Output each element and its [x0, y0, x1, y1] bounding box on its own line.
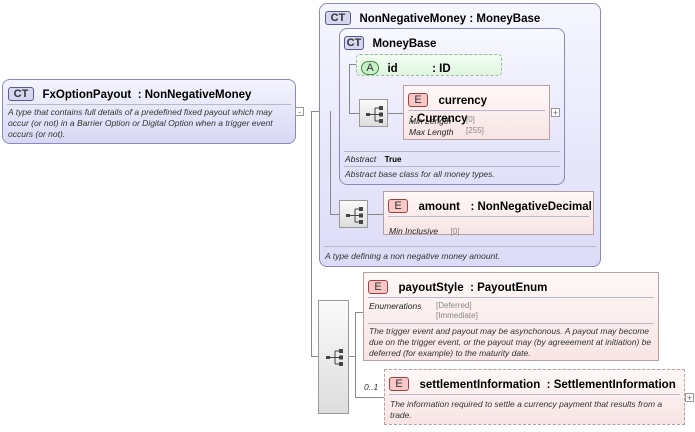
root-type-base: : NonNegativeMoney	[137, 89, 252, 101]
connector-seq	[311, 356, 319, 357]
money-base-description: Abstract base class for all money types.	[345, 169, 495, 179]
element-badge: E	[408, 92, 428, 107]
min-length-value: [0]	[466, 115, 475, 124]
payout-style-type: : PayoutEnum	[470, 282, 548, 294]
expand-currency-toggle[interactable]: +	[551, 108, 560, 118]
attribute-badge: A	[361, 60, 379, 75]
settlement-type: : SettlementInformation	[546, 379, 676, 391]
collapse-toggle[interactable]: -	[295, 107, 304, 117]
element-badge: E	[388, 198, 408, 213]
settlement-name: settlementInformation	[419, 379, 541, 391]
sequence-compositor[interactable]	[359, 99, 388, 127]
sequence-icon	[366, 106, 383, 123]
currency-name: currency	[438, 95, 488, 107]
sequence-compositor[interactable]	[339, 200, 368, 228]
enum-value-deferred: [Deferred]	[436, 301, 472, 310]
sequence-icon	[346, 207, 363, 224]
enum-value-immediate: [Immediate]	[436, 311, 478, 320]
connector-nonneg	[311, 111, 320, 112]
connector-trunk	[311, 111, 312, 356]
sequence-compositor[interactable]	[318, 300, 349, 414]
settlement-description: The information required to settle a cur…	[390, 399, 663, 420]
abstract-value: True	[384, 155, 402, 164]
currency-type: : Currency	[410, 113, 468, 125]
connector-branch	[355, 312, 356, 398]
element-badge: E	[368, 279, 388, 294]
payout-style-element-box[interactable]: E payoutStyle : PayoutEnum Enumerations …	[363, 272, 659, 361]
currency-element-box[interactable]: E currency : Currency Min Length [0] Max …	[403, 85, 550, 140]
expand-settlement-toggle[interactable]: +	[685, 393, 694, 403]
connector-settlement	[355, 397, 384, 398]
id-attribute-name: id	[387, 63, 398, 75]
min-length-label: Min Length	[409, 116, 452, 126]
payout-style-name: payoutStyle	[398, 282, 464, 294]
amount-name: amount	[418, 201, 460, 213]
enumerations-label: Enumerations	[369, 301, 422, 311]
complex-type-badge: CT	[8, 86, 34, 101]
max-length-label: Max Length	[409, 127, 454, 137]
connector-seq-out	[349, 356, 355, 357]
min-inclusive-value: [0]	[450, 227, 460, 236]
payout-style-description: The trigger event and payout may be asyn…	[369, 326, 652, 358]
money-base-title: MoneyBase	[372, 38, 437, 50]
amount-type: : NonNegativeDecimal	[470, 201, 592, 213]
settlement-information-element-box[interactable]: E settlementInformation : SettlementInfo…	[384, 369, 685, 425]
root-type-name: FxOptionPayout	[42, 89, 132, 101]
root-type-box[interactable]: CT FxOptionPayout : NonNegativeMoney A t…	[2, 79, 296, 144]
sequence-icon	[326, 349, 343, 366]
complex-type-badge: CT	[325, 10, 351, 25]
max-length-value: [255]	[466, 126, 484, 135]
connector-payout	[355, 312, 364, 313]
element-badge: E	[389, 376, 409, 391]
root-description: A type that contains full details of a p…	[8, 107, 273, 139]
min-inclusive-label: Min Inclusive	[389, 226, 439, 236]
nonnegative-money-description: A type defining a non negative money amo…	[325, 251, 500, 261]
complex-type-badge: CT	[344, 35, 364, 50]
id-attribute-type: : ID	[432, 63, 451, 75]
nonnegative-money-title: NonNegativeMoney : MoneyBase	[359, 13, 541, 25]
id-attribute-box[interactable]: A id : ID	[356, 54, 502, 76]
settlement-cardinality: 0..1	[364, 382, 379, 392]
amount-element-box[interactable]: E amount : NonNegativeDecimal Min Inclus…	[383, 191, 594, 236]
abstract-label: Abstract	[345, 154, 377, 164]
